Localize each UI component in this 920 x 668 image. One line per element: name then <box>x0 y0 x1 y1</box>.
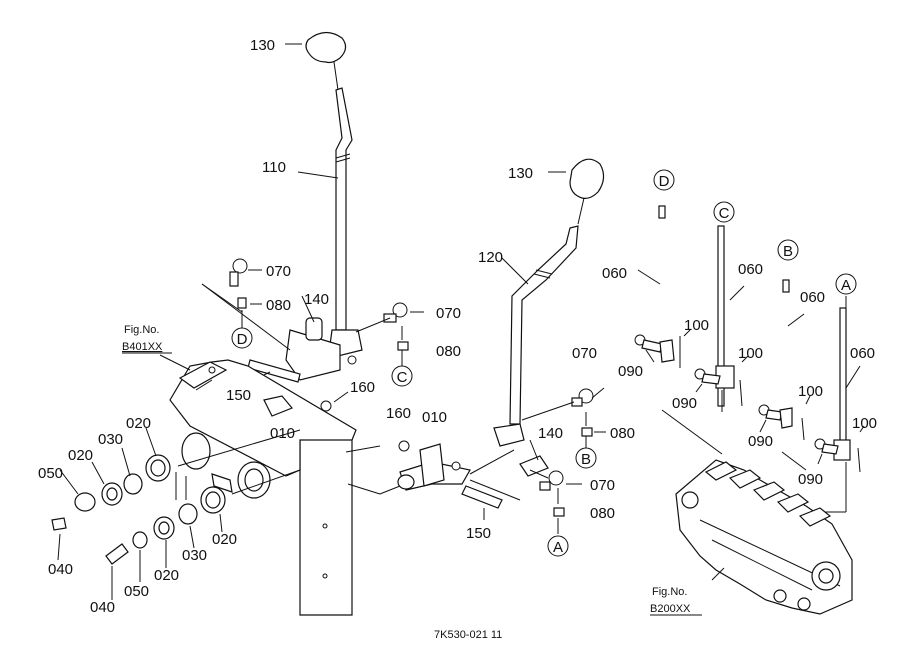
callout-110: 110 <box>262 159 286 176</box>
callout-090-a: 090 <box>618 363 643 380</box>
callout-050-b: 050 <box>124 583 149 600</box>
lever-rod-120 <box>509 225 579 425</box>
callout-100-b: 100 <box>738 345 763 362</box>
pin-b <box>782 279 790 293</box>
callout-130-left: 130 <box>250 37 275 54</box>
marker-a-right: A <box>553 539 563 556</box>
marker-a-rod: A <box>841 277 851 294</box>
callout-080-mid: 080 <box>436 343 461 360</box>
marker-b-rod: B <box>783 243 793 260</box>
clevis-joints <box>634 329 865 473</box>
callout-070-right-lower: 070 <box>590 477 615 494</box>
console-housing <box>169 359 357 616</box>
ball-joint-upper-left <box>201 258 291 351</box>
callout-010-left: 010 <box>270 425 295 442</box>
bolt-150-left <box>247 359 301 383</box>
figure-reference-b200: Fig.No. B200XX <box>650 586 702 616</box>
rod-c <box>715 225 745 412</box>
lever-rod-110 <box>335 87 353 331</box>
callout-050-a: 050 <box>38 465 63 482</box>
fig-ref-b401-number: B401XX <box>122 341 163 353</box>
callout-090-c: 090 <box>748 433 773 450</box>
fig-ref-b401-title: Fig.No. <box>124 324 159 336</box>
callout-040-a: 040 <box>48 561 73 578</box>
marker-d-left: D <box>237 331 248 348</box>
knob-130-left <box>305 31 347 64</box>
fig-ref-b200-number: B200XX <box>650 603 691 615</box>
collar-140-left <box>305 317 323 341</box>
callout-060-b: 060 <box>738 261 763 278</box>
callout-100-a: 100 <box>684 317 709 334</box>
ball-joint-right-of-left-lever <box>355 302 424 366</box>
knob-130-right <box>569 158 605 199</box>
callout-010-right: 010 <box>422 409 447 426</box>
ball-joint-right-lever-lower <box>529 469 582 534</box>
marker-circles <box>231 169 857 557</box>
callout-160-right: 160 <box>386 405 411 422</box>
ball-joint-right-lever-upper <box>521 387 606 448</box>
callout-070-upper-left: 070 <box>266 263 291 280</box>
left-lever-assembly <box>247 31 363 383</box>
callout-020-a: 020 <box>126 415 151 432</box>
rod-a <box>833 296 861 512</box>
drawing-code: 7K530-021 11 <box>434 629 502 641</box>
marker-b-right: B <box>581 451 591 468</box>
callout-060-c: 060 <box>800 289 825 306</box>
callout-040-b: 040 <box>90 599 115 616</box>
upper-shaft-left <box>159 354 349 417</box>
marker-letters: D C B A D C B A <box>237 173 851 556</box>
callout-150-left: 150 <box>226 387 251 404</box>
pin-d <box>658 205 666 219</box>
callout-130-right: 130 <box>508 165 533 182</box>
callout-020-c: 020 <box>154 567 179 584</box>
callout-160-left: 160 <box>350 379 375 396</box>
callout-080-upper-left: 080 <box>266 297 291 314</box>
callout-150-right: 150 <box>466 525 491 542</box>
callout-090-b: 090 <box>672 395 697 412</box>
callout-080-right-upper: 080 <box>610 425 635 442</box>
callout-070-right-upper: 070 <box>572 345 597 362</box>
callout-060-d: 060 <box>850 345 875 362</box>
callout-100-d: 100 <box>852 415 877 432</box>
marker-d-rod: D <box>659 173 670 190</box>
control-valve-b200 <box>661 409 853 615</box>
callout-140-left: 140 <box>304 291 329 308</box>
callout-080-right-lower: 080 <box>590 505 615 522</box>
collar-140-right <box>519 455 549 477</box>
bolt-150-right <box>461 485 503 509</box>
left-bearing-stack <box>51 427 301 600</box>
callout-060-a: 060 <box>602 265 627 282</box>
callout-120: 120 <box>478 249 503 266</box>
callout-030-b: 030 <box>182 547 207 564</box>
figure-reference-b401: Fig.No. B401XX <box>122 324 172 354</box>
callout-140-right: 140 <box>538 425 563 442</box>
right-lever-assembly <box>345 158 605 520</box>
marker-c-mid: C <box>397 369 408 386</box>
callout-070-mid: 070 <box>436 305 461 322</box>
callout-020-b: 020 <box>68 447 93 464</box>
marker-c-rod: C <box>719 205 730 222</box>
callout-030-a: 030 <box>98 431 123 448</box>
callout-100-c: 100 <box>798 383 823 400</box>
callout-090-d: 090 <box>798 471 823 488</box>
fig-ref-b200-title: Fig.No. <box>652 586 687 598</box>
callout-labels: 130 110 070 080 140 070 080 150 160 010 … <box>38 37 877 616</box>
callout-020-d: 020 <box>212 531 237 548</box>
